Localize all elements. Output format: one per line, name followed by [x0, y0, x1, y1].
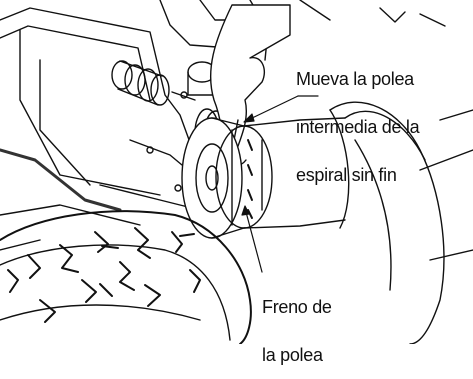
brake-arrowhead — [241, 205, 250, 216]
auger-housing — [0, 7, 216, 251]
idler-arrowhead — [243, 113, 255, 123]
pulley-brake-label-line2: la polea — [262, 345, 323, 365]
pulley-adjustment-diagram — [0, 0, 473, 344]
right-tire — [329, 101, 473, 344]
auger-pulley — [181, 117, 273, 239]
rubber-boot — [111, 60, 196, 106]
idler-pulley-label-line3: espiral sin fin — [296, 165, 397, 185]
belt-drum — [243, 109, 350, 229]
idler-leader — [247, 95, 299, 121]
idler-pulley-label: Mueva la polea intermedia de la espiral … — [296, 39, 420, 199]
idler-pulley-label-line1: Mueva la polea — [296, 69, 414, 89]
leader-lines — [241, 95, 319, 273]
pulley-brake-label: Freno de la polea — [262, 267, 332, 379]
idler-pulley-label-line2: intermedia de la — [296, 117, 420, 137]
pulley-brake-label-line1: Freno de — [262, 297, 332, 317]
brake-leader — [245, 211, 263, 273]
left-tire — [0, 210, 252, 344]
